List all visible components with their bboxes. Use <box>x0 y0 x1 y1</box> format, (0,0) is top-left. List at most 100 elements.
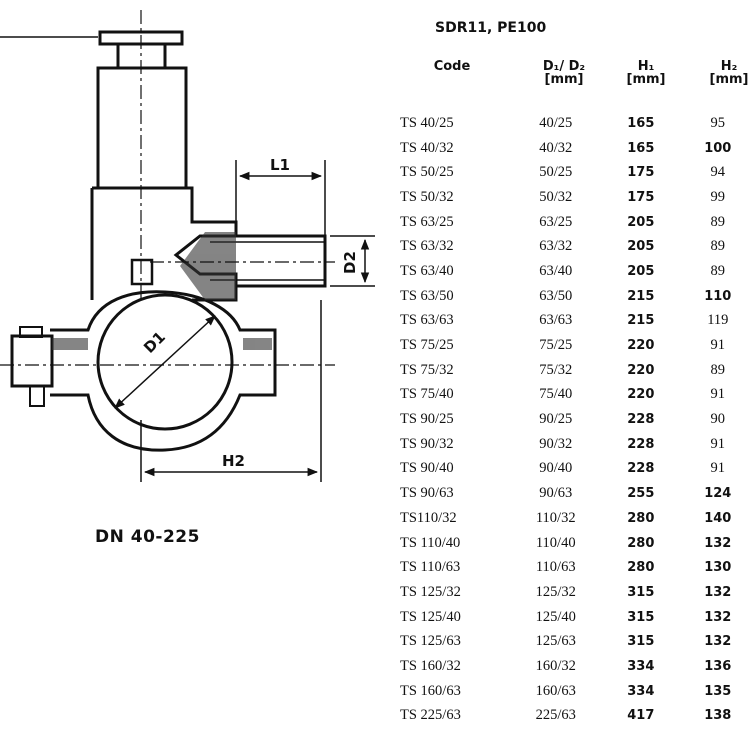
code-cell: TS 63/32 <box>400 238 454 255</box>
h1-cell: 205 <box>627 214 655 230</box>
table-row: TS 63/25 63/25 205 89 <box>400 210 750 235</box>
h1-cell: 315 <box>627 584 655 600</box>
outlet-spigot <box>236 234 327 288</box>
h1-cell: 228 <box>627 461 655 477</box>
h2-cell: 124 <box>704 486 732 502</box>
h2-cell: 89 <box>710 213 726 230</box>
d1d2-cell: 90/40 <box>539 460 573 477</box>
code-cell: TS 75/25 <box>400 337 454 354</box>
d1-label: D1 <box>140 328 169 357</box>
code-cell: TS 90/63 <box>400 485 454 502</box>
d1d2-cell: 90/63 <box>539 485 573 502</box>
h2-cell: 119 <box>707 312 729 329</box>
d1d2-cell: 63/50 <box>539 287 573 304</box>
saddle-clamp <box>50 290 277 452</box>
h2-cell: 90 <box>710 411 726 428</box>
material-subtitle: SDR11, PE100 <box>435 20 547 36</box>
d1d2-cell: 90/25 <box>539 411 573 428</box>
h2-cell: 94 <box>710 164 726 181</box>
h2-cell: 138 <box>704 708 732 724</box>
d1d2-cell: 160/63 <box>535 682 576 699</box>
d1d2-cell: 50/32 <box>539 188 573 205</box>
h2-cell: 132 <box>704 609 732 625</box>
h1-cell: 175 <box>627 165 655 181</box>
d1d2-cell: 90/32 <box>539 435 573 452</box>
h1-cell: 334 <box>627 683 655 699</box>
code-cell: TS 90/25 <box>400 411 454 428</box>
h2-cell: 91 <box>710 460 726 477</box>
h1-cell: 280 <box>627 560 655 576</box>
code-cell: TS 90/32 <box>400 435 454 452</box>
d1d2-cell: 125/32 <box>535 583 576 600</box>
h1-cell: 280 <box>627 535 655 551</box>
table-row: TS 225/63 225/63 417 138 <box>400 704 750 729</box>
code-cell: TS 90/40 <box>400 460 454 477</box>
code-cell: TS 75/40 <box>400 386 454 403</box>
h2-cell: 99 <box>710 188 726 205</box>
h1-cell: 165 <box>627 140 655 156</box>
d1d2-cell: 110/32 <box>535 509 576 526</box>
h1-cell: 220 <box>627 338 655 354</box>
h1-cell: 215 <box>627 313 655 329</box>
d1d2-cell: 225/63 <box>535 707 576 724</box>
pipe-bore <box>96 293 234 431</box>
h1-cell: 220 <box>627 362 655 378</box>
code-cell: TS 160/63 <box>400 682 461 699</box>
code-cell: TS 225/63 <box>400 707 461 724</box>
h2-cell: 89 <box>710 262 726 279</box>
d1d2-cell: 110/40 <box>535 534 576 551</box>
d1d2-cell: 63/63 <box>539 312 573 329</box>
h2-cell: 132 <box>704 584 732 600</box>
code-header: Code <box>433 59 471 74</box>
h1-cell: 315 <box>627 609 655 625</box>
h2-header: H₂[mm] <box>709 59 749 87</box>
h1-header: H₁[mm] <box>626 59 666 87</box>
d1d2-cell: 160/32 <box>535 657 576 674</box>
d1-dimension <box>114 315 216 409</box>
h1-cell: 315 <box>627 634 655 650</box>
table-row: TS 125/40 125/40 315 132 <box>400 605 750 630</box>
d1d2-cell: 125/40 <box>535 608 576 625</box>
h2-cell: 140 <box>704 510 732 526</box>
code-cell: TS 63/50 <box>400 287 454 304</box>
h1-cell: 165 <box>627 115 655 131</box>
size-range-caption: DN 40-225 <box>95 527 200 547</box>
h1-cell: 417 <box>627 708 655 724</box>
code-cell: TS 125/40 <box>400 608 461 625</box>
upper-tube <box>96 66 188 190</box>
d1d2-cell: 50/25 <box>539 164 573 181</box>
code-cell: TS 63/25 <box>400 213 454 230</box>
code-cell: TS 110/40 <box>400 534 461 551</box>
code-cell: TS110/32 <box>400 509 457 526</box>
code-cell: TS 125/63 <box>400 633 461 650</box>
code-cell: TS 160/32 <box>400 657 461 674</box>
h1-cell: 334 <box>627 658 655 674</box>
d1d2-cell: 110/63 <box>535 559 576 576</box>
h2-cell: 95 <box>710 114 726 131</box>
code-cell: TS 50/32 <box>400 188 454 205</box>
h2-cell: 91 <box>710 386 726 403</box>
d1d2-cell: 63/32 <box>539 238 573 255</box>
d1d2-cell: 40/32 <box>539 139 573 156</box>
h2-cell: 130 <box>704 560 732 576</box>
h1-cell: 255 <box>627 486 655 502</box>
h2-cell: 132 <box>704 634 732 650</box>
code-cell: TS 63/63 <box>400 312 454 329</box>
h1-cell: 228 <box>627 412 655 428</box>
d1d2-cell: 63/25 <box>539 213 573 230</box>
h2-cell: 110 <box>704 288 732 304</box>
